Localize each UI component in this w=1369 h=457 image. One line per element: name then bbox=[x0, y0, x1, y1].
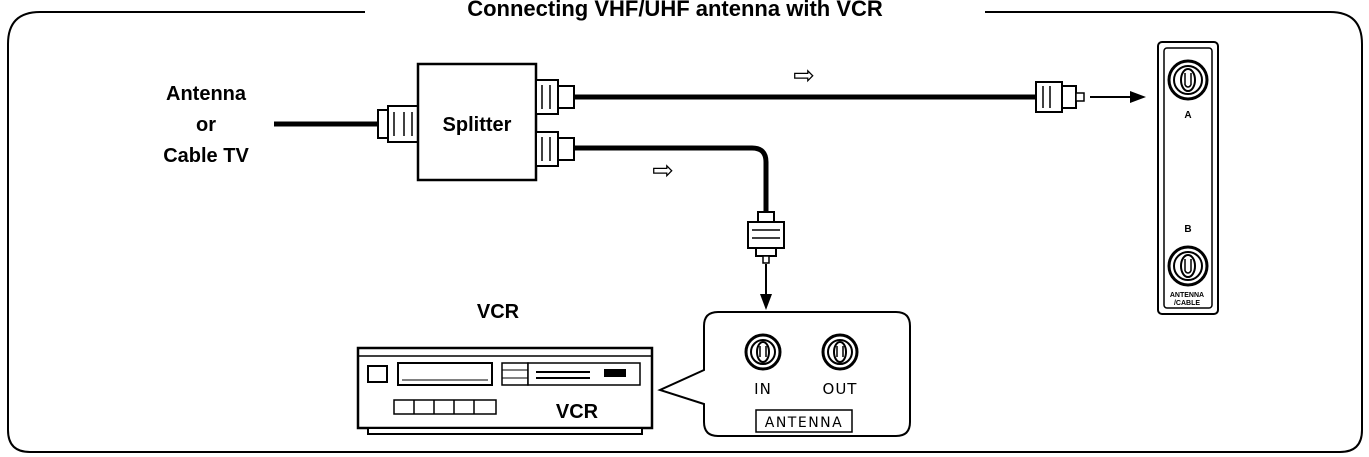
splitter: Splitter bbox=[377, 62, 575, 182]
splitter-body bbox=[416, 62, 538, 182]
splitter-label: Splitter bbox=[443, 114, 512, 136]
tv-input-b-label: B bbox=[1184, 224, 1191, 235]
splitter-input-connector bbox=[387, 105, 419, 143]
vcr-in-label: IN bbox=[754, 380, 772, 398]
diagram-title-backdrop bbox=[457, 0, 893, 21]
tv-cable-plug bbox=[1035, 81, 1085, 113]
tv-input-a-jack bbox=[1167, 59, 1209, 101]
tv-input-a-label: A bbox=[1184, 110, 1191, 121]
tv-antenna-panel: A B ANTENNA /CABLE bbox=[1157, 41, 1219, 315]
source-label-line3: Cable TV bbox=[163, 145, 249, 167]
vcr-out-label: OUT bbox=[823, 380, 858, 398]
tv-input-b-jack bbox=[1167, 245, 1209, 287]
tv-panel-footer-line2: /CABLE bbox=[1174, 300, 1200, 307]
tv-panel-footer-line1: ANTENNA bbox=[1170, 292, 1204, 299]
source-label-line2: or bbox=[196, 114, 216, 136]
vcr-antenna-group-box bbox=[755, 409, 853, 433]
vcr-antenna-group-label: ANTENNA bbox=[765, 415, 843, 431]
source-label-line1: Antenna bbox=[166, 83, 247, 105]
signal-arrow-to-tv: ⇨ bbox=[793, 61, 815, 91]
diagram-title: Connecting VHF/UHF antenna with VCR bbox=[467, 0, 883, 21]
diagram-frame bbox=[7, 11, 1363, 453]
vcr-cable bbox=[574, 145, 769, 212]
splitter-output-1-connector bbox=[535, 79, 559, 115]
vcr-cable-plug bbox=[747, 211, 785, 264]
splitter-input-connector-outer bbox=[377, 109, 389, 139]
signal-arrow-to-vcr: ⇨ bbox=[652, 156, 674, 186]
vcr-in-jack bbox=[744, 333, 782, 371]
vcr-out-jack bbox=[821, 333, 859, 371]
vcr-device: VCR bbox=[356, 346, 654, 435]
splitter-output-2-connector bbox=[535, 131, 559, 167]
vcr-heading: VCR bbox=[477, 301, 520, 323]
vcr-button-row bbox=[393, 399, 497, 415]
vcr-device-label: VCR bbox=[556, 401, 599, 423]
